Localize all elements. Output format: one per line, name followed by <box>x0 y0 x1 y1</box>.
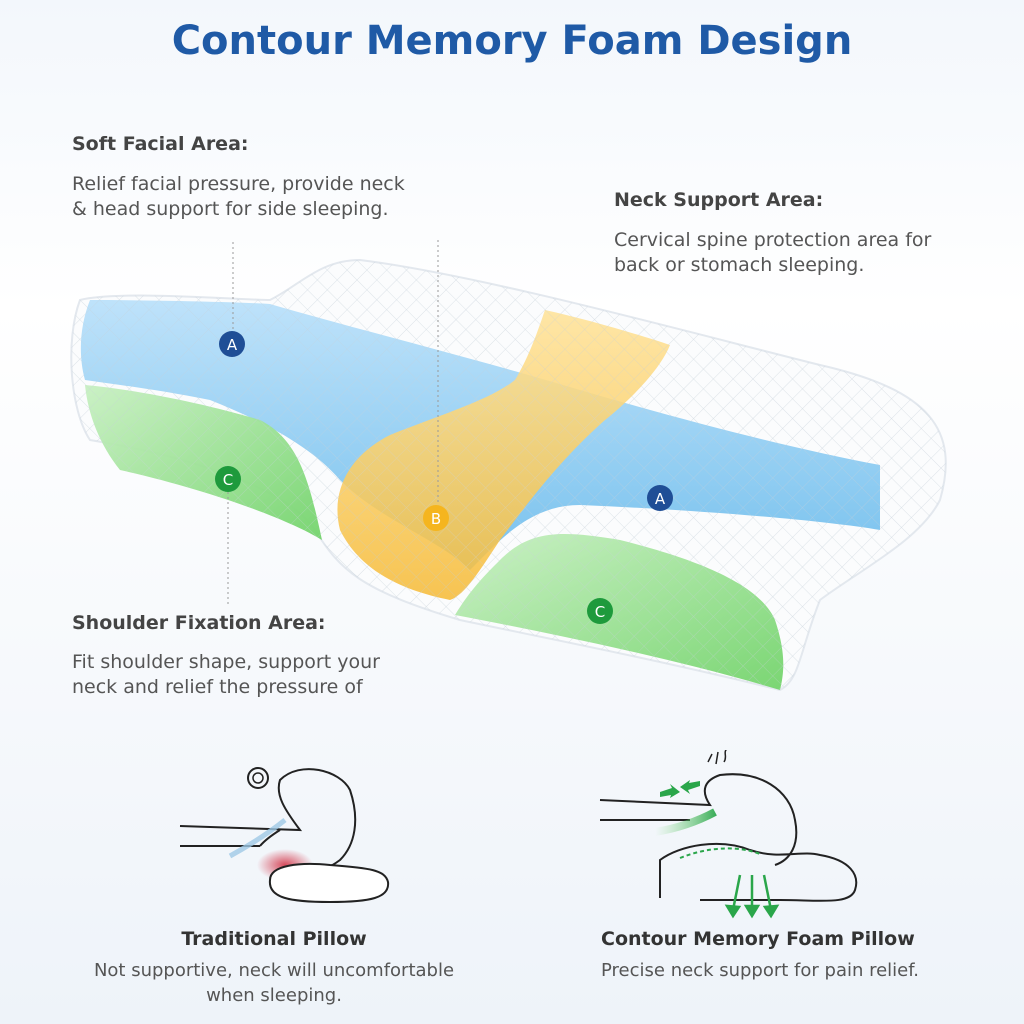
neck-support-heading: Neck Support Area: <box>614 189 824 211</box>
marker-b: B <box>423 505 449 531</box>
marker-c-left-label: C <box>223 471 233 489</box>
traditional-pillow-shape <box>268 862 390 904</box>
traditional-pillow-title: Traditional Pillow <box>181 928 367 950</box>
marker-c-right: C <box>587 598 613 624</box>
contour-pillow-desc-line1: Precise neck support for pain relief. <box>601 960 920 981</box>
page-title: Contour Memory Foam Design <box>171 18 853 64</box>
shoulder-fixation-heading: Shoulder Fixation Area: <box>72 612 326 634</box>
marker-a-right-label: A <box>655 490 666 508</box>
pillow-illustration: A C B A C <box>70 240 947 692</box>
neck-support-desc-line1: Cervical spine protection area for <box>614 229 932 251</box>
marker-b-label: B <box>431 510 441 528</box>
soft-facial-desc-line1: Relief facial pressure, provide neck <box>72 173 405 195</box>
marker-a-left-label: A <box>227 336 238 354</box>
marker-c-left: C <box>215 466 241 492</box>
marker-a-left: A <box>219 331 245 357</box>
soft-facial-desc-line2: & head support for side sleeping. <box>72 198 389 220</box>
comparison-illustrations <box>179 750 858 919</box>
traditional-pillow-desc-line1: Not supportive, neck will uncomfortable <box>93 960 455 981</box>
breath-arrows-icon <box>660 780 700 798</box>
contour-pillow-drawing <box>599 750 858 919</box>
traditional-pillow-desc-line2: when sleeping. <box>206 985 342 1006</box>
contour-pillow-shape <box>659 843 858 902</box>
neck-support-desc-line2: back or stomach sleeping. <box>614 254 865 276</box>
marker-a-right: A <box>647 485 673 511</box>
soft-facial-heading: Soft Facial Area: <box>72 133 249 155</box>
snore-icon <box>247 767 269 789</box>
relief-icon <box>707 750 727 765</box>
shoulder-fixation-desc-line1: Fit shoulder shape, support your <box>72 651 380 673</box>
shoulder-fixation-desc-line2: neck and relief the pressure of <box>72 676 363 698</box>
contour-pillow-title: Contour Memory Foam Pillow <box>601 928 915 950</box>
traditional-pillow-drawing <box>179 767 390 904</box>
support-arrows-icon <box>724 874 780 919</box>
marker-c-right-label: C <box>595 603 605 621</box>
